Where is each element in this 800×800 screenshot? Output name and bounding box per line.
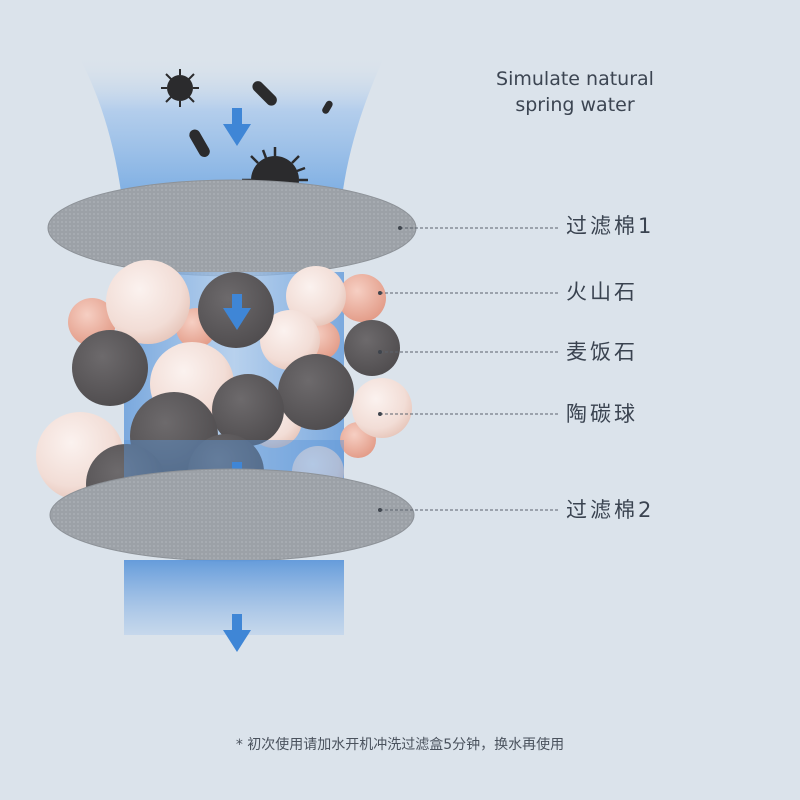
ceramic-carbon-ball — [286, 266, 346, 326]
filter-cotton-2-disc — [49, 468, 415, 562]
flow-arrow-down-icon — [223, 108, 251, 146]
filter-cotton-1-disc — [47, 179, 417, 277]
title-line-2: spring water — [515, 94, 635, 116]
flow-arrow-down-icon — [223, 294, 251, 330]
ceramic-carbon-ball — [106, 260, 190, 344]
label-leader-lines — [380, 227, 560, 511]
label-volcanic-stone: 火山石 — [566, 280, 638, 304]
bacteria-icon — [322, 100, 333, 114]
title-line-1: Simulate natural — [496, 68, 654, 90]
maifan-stone-ball — [278, 354, 354, 430]
bacteria-icon — [189, 129, 210, 157]
ceramic-carbon-ball — [260, 310, 320, 370]
diagram-title: Simulate natural spring water — [470, 66, 680, 118]
bacteria-icon — [252, 81, 277, 106]
leader-dots — [378, 226, 402, 512]
label-ceramic-carbon-ball: 陶碳球 — [566, 402, 638, 426]
usage-footnote: * 初次使用请加水开机冲洗过滤盒5分钟，换水再使用 — [235, 737, 565, 753]
maifan-stone-ball — [72, 330, 148, 406]
maifan-stone-ball — [344, 320, 400, 376]
label-maifan-stone: 麦饭石 — [566, 340, 638, 364]
volcanic-stone-ball — [338, 274, 386, 322]
label-filter-cotton-2: 过滤棉2 — [566, 498, 655, 522]
flow-arrow-down-icon — [223, 614, 251, 652]
ceramic-carbon-ball — [352, 378, 412, 438]
label-filter-cotton-1: 过滤棉1 — [566, 214, 655, 238]
virus-icon — [161, 69, 199, 107]
maifan-stone-ball — [212, 374, 284, 446]
